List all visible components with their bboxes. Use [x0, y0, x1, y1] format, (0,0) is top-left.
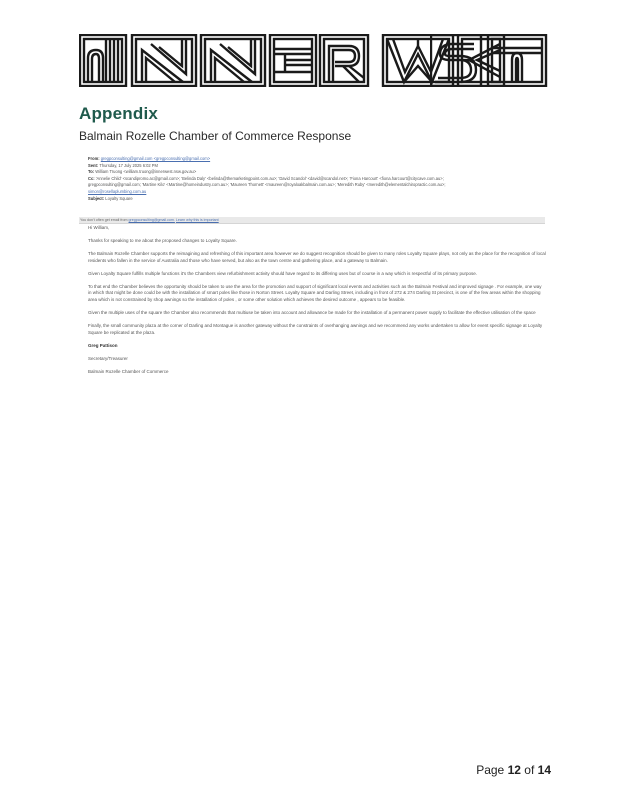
email-cc-row-2: gregpconsulting@gmail.com; 'Martine Kilo… — [88, 182, 548, 189]
warning-email[interactable]: gregpconsulting@gmail.com. — [128, 218, 175, 222]
subject-value: Loyalty Square — [105, 195, 133, 201]
body-paragraph-2: The Balmain Rozelle Chamber supports the… — [88, 250, 546, 263]
body-paragraph-1: Thanks for speaking to me about the prop… — [88, 237, 237, 243]
cc-line-2[interactable]: gregpconsulting@gmail.com; 'Martine Kilo… — [88, 182, 446, 188]
signature-role: Secretary/Treasurer — [88, 355, 128, 361]
page-prefix: Page — [476, 763, 505, 777]
to-value[interactable]: William Truong <william.truong@innerwest… — [95, 169, 197, 175]
appendix-subtitle: Balmain Rozelle Chamber of Commerce Resp… — [79, 129, 352, 143]
email-from-row: From: gregpconsulting@gmail.com <gregpco… — [88, 156, 548, 163]
sent-value: Thursday, 17 July 2025 6:02 PM — [99, 162, 158, 168]
email-to-row: To: William Truong <william.truong@inner… — [88, 169, 548, 176]
from-value[interactable]: gregpconsulting@gmail.com <gregpconsulti… — [100, 156, 211, 161]
greeting: Hi William, — [88, 225, 110, 230]
email-header: From: gregpconsulting@gmail.com <gregpco… — [88, 156, 548, 202]
signature-org: Balmain Rozelle Chamber of Commerce — [88, 368, 169, 374]
body-paragraph-4: To that end the Chamber believes the opp… — [88, 283, 542, 303]
page-current: 12 — [507, 763, 521, 777]
page-of: of — [524, 763, 535, 777]
warning-prefix: You don't often get email from — [80, 218, 128, 222]
external-sender-warning: You don't often get email from gregpcons… — [79, 217, 545, 224]
cc-label: Cc: — [88, 175, 95, 181]
email-body: Hi William, Thanks for speaking to me ab… — [88, 225, 546, 382]
signature-name: Greg Pattison — [88, 342, 118, 348]
email-subject-row: Subject: Loyalty Square — [88, 196, 548, 203]
cc-line-1[interactable]: 'Annelie Child' <scandipromo.ac@gmail.co… — [95, 175, 444, 181]
subject-label: Subject: — [88, 195, 105, 201]
cc-line-3[interactable]: simon@rosellaplumbing.com.au — [88, 188, 147, 194]
email-sent-row: Sent: Thursday, 17 July 2025 6:02 PM — [88, 163, 548, 170]
email-cc-row-3: simon@rosellaplumbing.com.au — [88, 189, 548, 196]
page-total: 14 — [537, 763, 551, 777]
email-cc-row: Cc: 'Annelie Child' <scandipromo.ac@gmai… — [88, 176, 548, 183]
sent-label: Sent: — [88, 162, 99, 168]
body-paragraph-5: Given the multiple uses of the square th… — [88, 310, 536, 316]
body-paragraph-3: Given Loyalty Square fulfills multiple f… — [88, 270, 477, 276]
appendix-title: Appendix — [79, 104, 159, 123]
inner-west-logo-st — [430, 34, 548, 87]
page-number: Page 12 of 14 — [476, 763, 551, 777]
to-label: To: — [88, 169, 95, 175]
body-paragraph-6: Finally, the small community plaza at th… — [88, 323, 543, 336]
from-label: From: — [88, 156, 100, 161]
warning-learn-link[interactable]: Learn why this is important — [175, 218, 219, 222]
